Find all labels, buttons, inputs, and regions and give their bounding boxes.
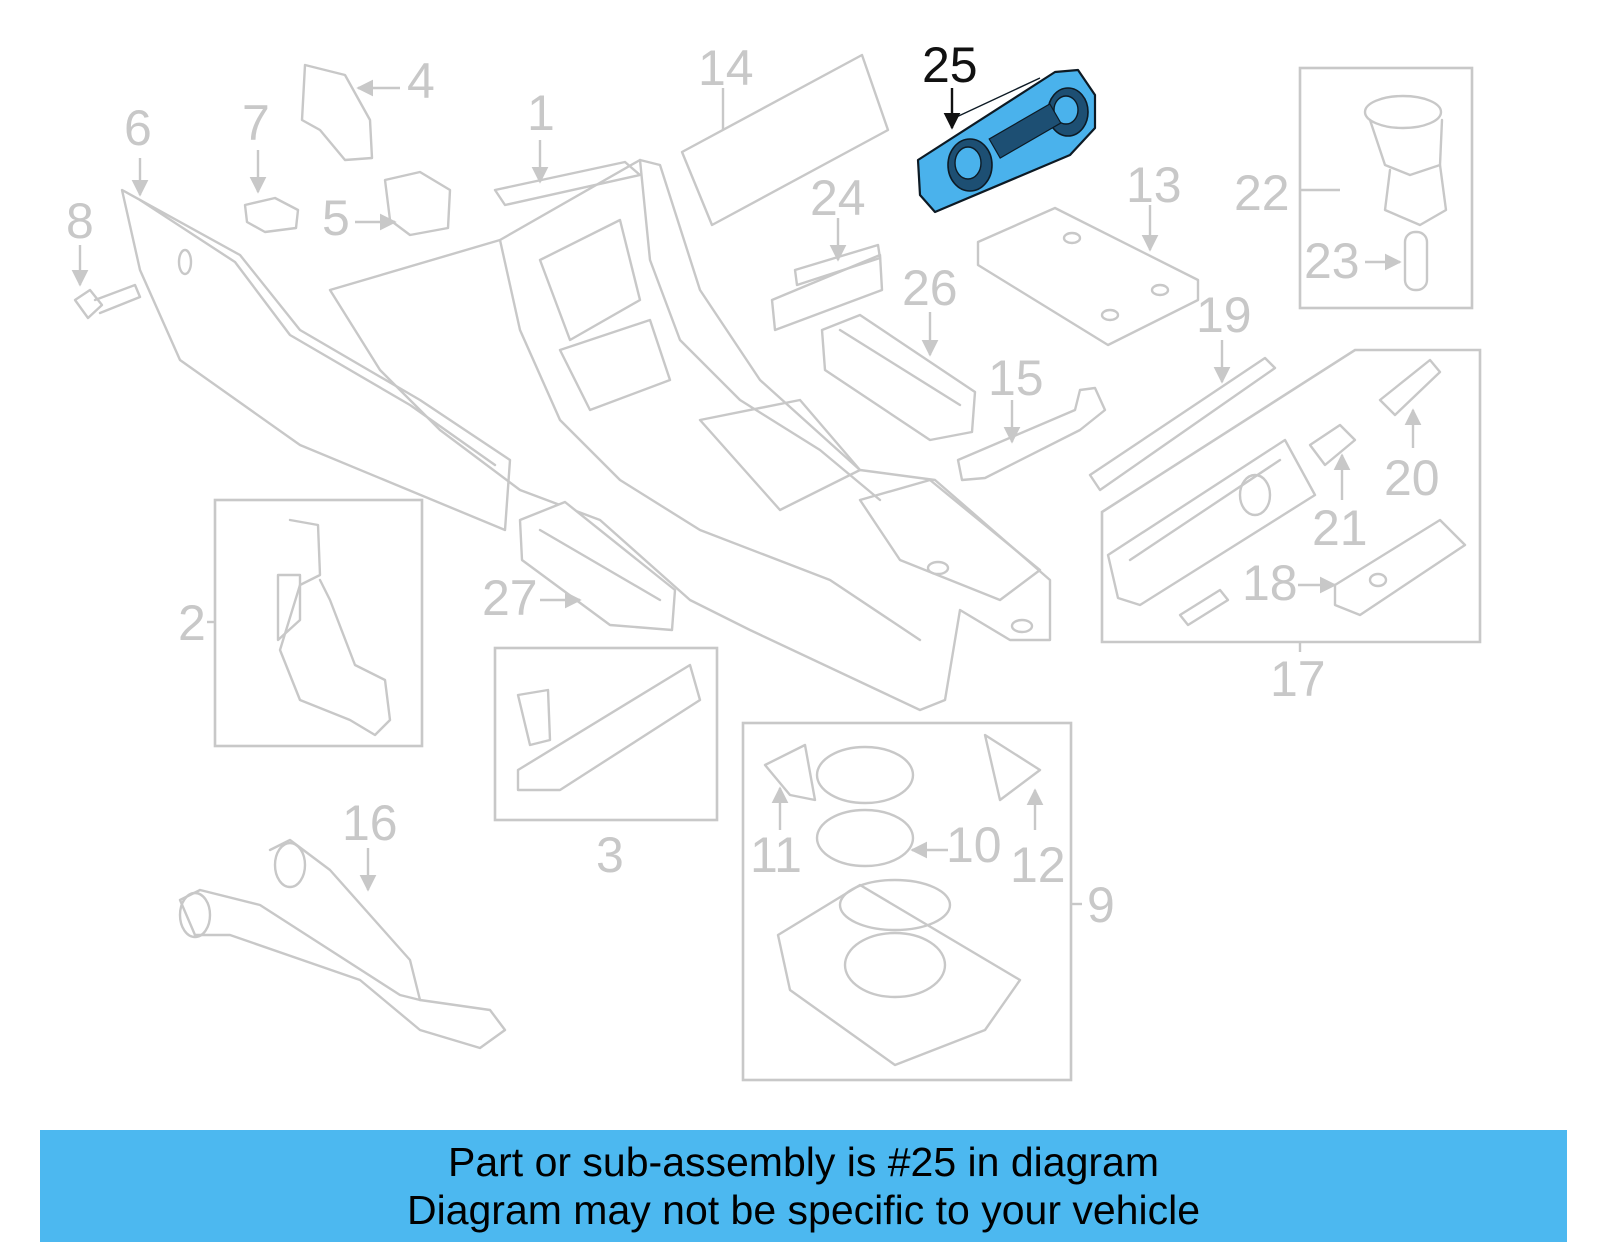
callout-24: 24 xyxy=(810,170,866,226)
part-15-trim-strip xyxy=(956,386,1107,482)
part-1-center-console xyxy=(328,140,1052,712)
part-25-climate-control-panel xyxy=(916,68,1097,214)
callout-3: 3 xyxy=(596,827,624,883)
part-16-duct xyxy=(178,838,507,1050)
info-banner: Part or sub-assembly is #25 in diagram D… xyxy=(40,1130,1567,1242)
callout-labels: 1 2 3 4 5 6 7 8 9 10 11 12 13 14 15 16 1… xyxy=(66,37,1440,933)
part-5-insert xyxy=(355,170,452,237)
callout-25: 25 xyxy=(922,37,978,93)
callout-17: 17 xyxy=(1270,651,1326,707)
part-4-bracket xyxy=(300,63,400,162)
callout-10: 10 xyxy=(946,817,1002,873)
part-19-trim-strip xyxy=(1088,340,1277,492)
callout-1: 1 xyxy=(527,85,555,141)
callout-6: 6 xyxy=(124,100,152,156)
part-26-switch-panel xyxy=(820,312,977,442)
banner-line-disclaimer: Diagram may not be specific to your vehi… xyxy=(406,1187,1200,1233)
callout-8: 8 xyxy=(66,193,94,249)
callout-2: 2 xyxy=(178,595,206,651)
box-9 xyxy=(741,721,1082,1082)
part-14-panel xyxy=(680,53,890,227)
banner-line-part: Part or sub-assembly is #25 in diagram xyxy=(448,1139,1159,1185)
parts-diagram: 1 2 3 4 5 6 7 8 9 10 11 12 13 14 15 16 1… xyxy=(66,37,1482,1082)
callout-18: 18 xyxy=(1242,555,1298,611)
callout-13: 13 xyxy=(1126,157,1182,213)
callout-15: 15 xyxy=(988,350,1044,406)
callout-11: 11 xyxy=(750,827,802,883)
part-6-side-trim xyxy=(120,158,512,532)
part-8-screw xyxy=(71,245,142,320)
callout-20: 20 xyxy=(1384,450,1440,506)
box-22-23 xyxy=(1298,66,1474,310)
callout-23: 23 xyxy=(1304,233,1360,289)
part-7-clip xyxy=(243,150,300,234)
callout-26: 26 xyxy=(902,260,958,316)
callout-27: 27 xyxy=(482,570,538,626)
box-2 xyxy=(207,498,424,748)
callout-14: 14 xyxy=(698,40,754,96)
box-3 xyxy=(493,646,719,822)
callout-4: 4 xyxy=(407,53,435,109)
callout-7: 7 xyxy=(242,95,270,151)
callout-21: 21 xyxy=(1312,500,1368,556)
callout-12: 12 xyxy=(1010,837,1066,893)
callout-9: 9 xyxy=(1087,877,1115,933)
callout-22: 22 xyxy=(1234,165,1290,221)
callout-19: 19 xyxy=(1196,287,1252,343)
callout-5: 5 xyxy=(322,190,350,246)
box-17 xyxy=(1100,348,1482,652)
part-13-pad xyxy=(976,205,1200,347)
part-27-switch-panel xyxy=(518,500,677,632)
part-24-switch xyxy=(770,218,884,332)
callout-16: 16 xyxy=(342,795,398,851)
